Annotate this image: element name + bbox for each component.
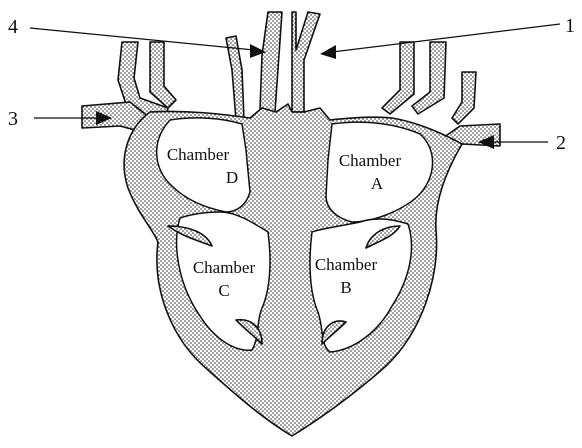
vessel-upper-right-inner [382,42,414,114]
vessel-upper-left-inner [150,42,176,108]
vessel-far-right [452,72,476,124]
pointer-3 [34,111,112,125]
label-4: 4 [8,16,18,38]
chamber-c-letter: C [218,281,229,300]
chamber-b-label: Chamber [315,255,378,274]
chamber-d-letter: D [226,168,238,187]
chamber-a-letter: A [371,174,384,193]
chamber-d-label: Chamber [167,145,230,164]
chamber-b-letter: B [340,278,351,297]
label-3: 3 [8,108,18,130]
central-trunk [260,12,282,112]
central-trunk-right [292,12,320,112]
label-2: 2 [556,132,566,154]
chamber-c-label: Chamber [193,258,256,277]
chamber-a-label: Chamber [339,151,402,170]
label-1: 1 [565,15,575,37]
vessel-upper-right-outer [412,42,446,114]
